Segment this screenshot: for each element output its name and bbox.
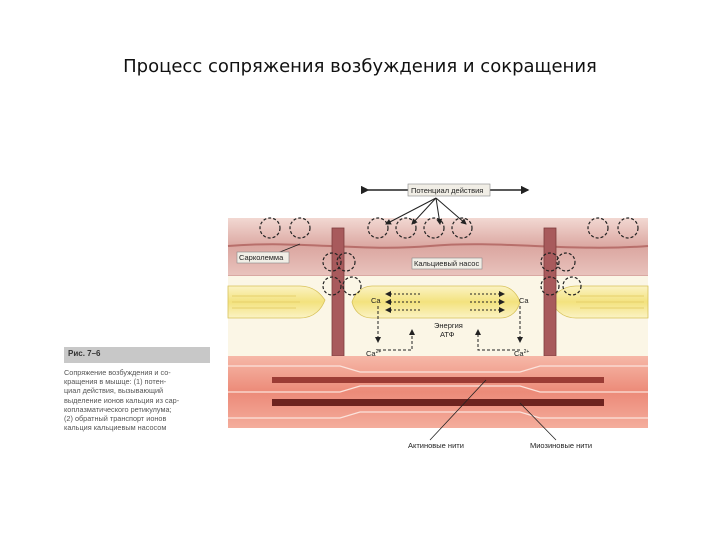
energy-label: Энергия [434,321,463,330]
caption-line: выделение ионов кальция из сар- [64,396,218,405]
myosin-filament [272,399,604,406]
figure-label: Рис. 7–6 [64,347,210,363]
atp-label: АТФ [440,330,455,339]
ca-right-label: Ca [519,296,529,305]
figure-caption-text: Сопряжение возбуждения и со- кращения в … [64,368,218,432]
caption-line: кальция кальциевым насосом [64,423,218,432]
caption-line: кращения в мышце: (1) потен- [64,377,218,386]
actin-filament [272,377,604,383]
caption-line: (2) обратный транспорт ионов [64,414,218,423]
caption-line: циал действия, вызывающий [64,386,218,395]
actin-label: Актиновые нити [408,441,464,450]
myosin-label: Миозиновые нити [530,441,592,450]
figure-caption: Рис. 7–6 Сопряжение возбуждения и со- кр… [64,347,218,451]
caption-line: коплазматического ретикулума; [64,405,218,414]
t-tubule-right [544,228,556,356]
caption-line: Сопряжение возбуждения и со- [64,368,218,377]
calcium-pump-label: Кальциевый насос [414,259,479,268]
action-potential-label: Потенциал действия [411,186,483,195]
ca-left-label: Ca [371,296,381,305]
sarcolemma-label: Сарколемма [239,253,284,262]
